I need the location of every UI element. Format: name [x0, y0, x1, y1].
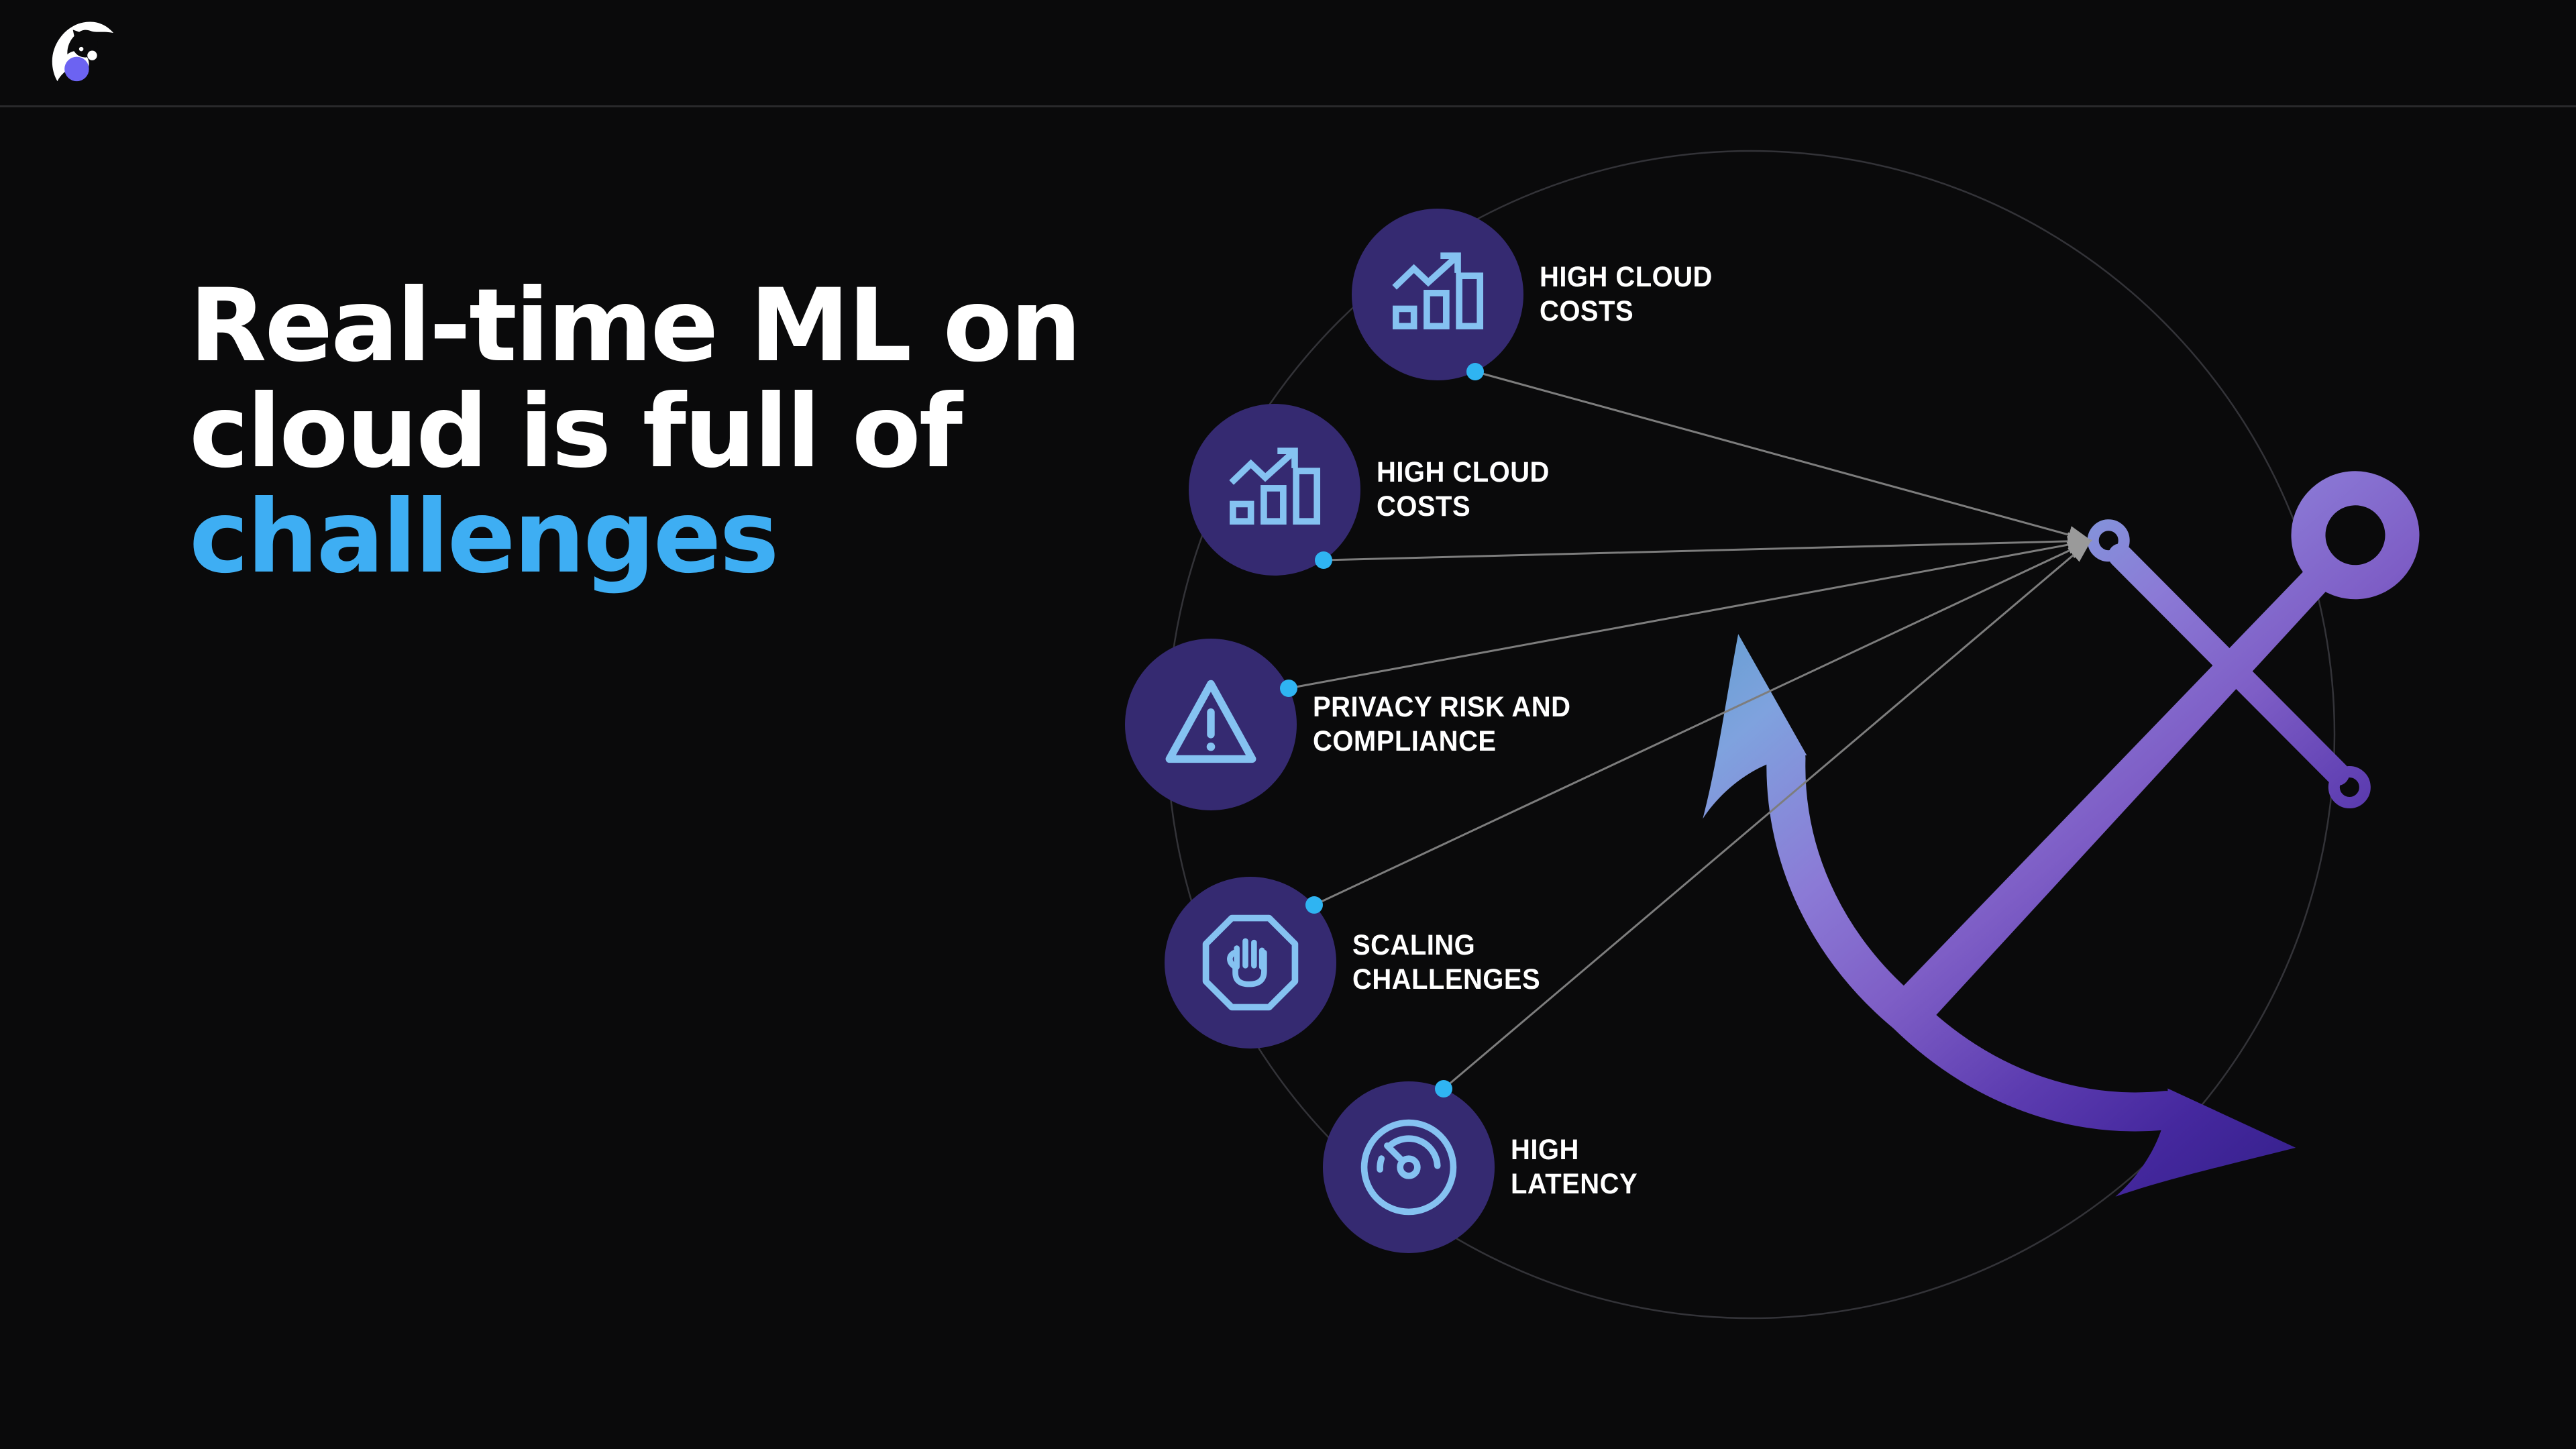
connector-line [1474, 370, 2092, 544]
label-line: HIGH CLOUD [1377, 456, 1550, 489]
node-high-cloud-costs-1 [1352, 209, 1523, 380]
node-privacy-risk [1125, 639, 1297, 810]
anchor-arm-left [1766, 739, 1926, 1034]
anchor-illustration [1703, 471, 2420, 1197]
connector-line [1323, 532, 2092, 561]
label-line: PRIVACY RISK AND [1313, 691, 1571, 724]
label-line: HIGH [1511, 1134, 1579, 1167]
label-line: LATENCY [1511, 1168, 1638, 1200]
connector-line [1288, 535, 2092, 690]
anchor-fluke-left [1703, 634, 1807, 819]
logo-ear [72, 30, 84, 42]
label-line: SCALING [1352, 929, 1476, 962]
top-bar [0, 0, 2576, 107]
title-line-2: cloud is full of [189, 373, 963, 490]
label-line: COSTS [1377, 490, 1471, 523]
logo-paw [87, 50, 97, 60]
node-label-high-latency: HIGH LATENCY [1511, 1126, 1638, 1209]
label-line: CHALLENGES [1352, 963, 1541, 996]
warning-triangle-icon [1165, 680, 1256, 763]
logo-eye [78, 46, 84, 52]
growth-chart-icon [1229, 447, 1321, 525]
page-title: Real-time ML on cloud is full of challen… [189, 273, 1081, 591]
growth-chart-icon [1392, 252, 1484, 329]
node-label-high-cloud-costs-1: HIGH CLOUD COSTS [1540, 253, 1713, 336]
node-scaling-challenges [1165, 877, 1336, 1049]
anchor-stock [2108, 543, 2350, 786]
label-line: COMPLIANCE [1313, 725, 1497, 757]
anchor-fluke-right [2115, 1088, 2296, 1197]
title-line-1: Real-time ML on [189, 268, 1081, 384]
anchor-stock-ring-right [2328, 765, 2371, 808]
label-line: HIGH CLOUD [1540, 261, 1713, 294]
brand-logo-icon [52, 21, 114, 82]
node-label-scaling-challenges: SCALING CHALLENGES [1352, 921, 1540, 1004]
label-line: COSTS [1540, 295, 1634, 327]
anchor-shank [1889, 553, 2343, 1030]
stop-hand-icon [1202, 914, 1299, 1011]
logo-ball [64, 56, 89, 82]
speedometer-icon [1360, 1119, 1457, 1216]
anchor-ring [2291, 471, 2420, 600]
connector-line [1443, 539, 2092, 1090]
anchor-arm-right [1886, 994, 2186, 1132]
node-label-high-cloud-costs-2: HIGH CLOUD COSTS [1377, 448, 1550, 531]
node-label-privacy-risk: PRIVACY RISK AND COMPLIANCE [1313, 683, 1570, 766]
node-high-latency [1323, 1081, 1495, 1253]
title-highlight: challenges [189, 479, 780, 596]
anchor-stock-ring-left [2087, 519, 2130, 562]
node-high-cloud-costs-2 [1189, 404, 1360, 576]
